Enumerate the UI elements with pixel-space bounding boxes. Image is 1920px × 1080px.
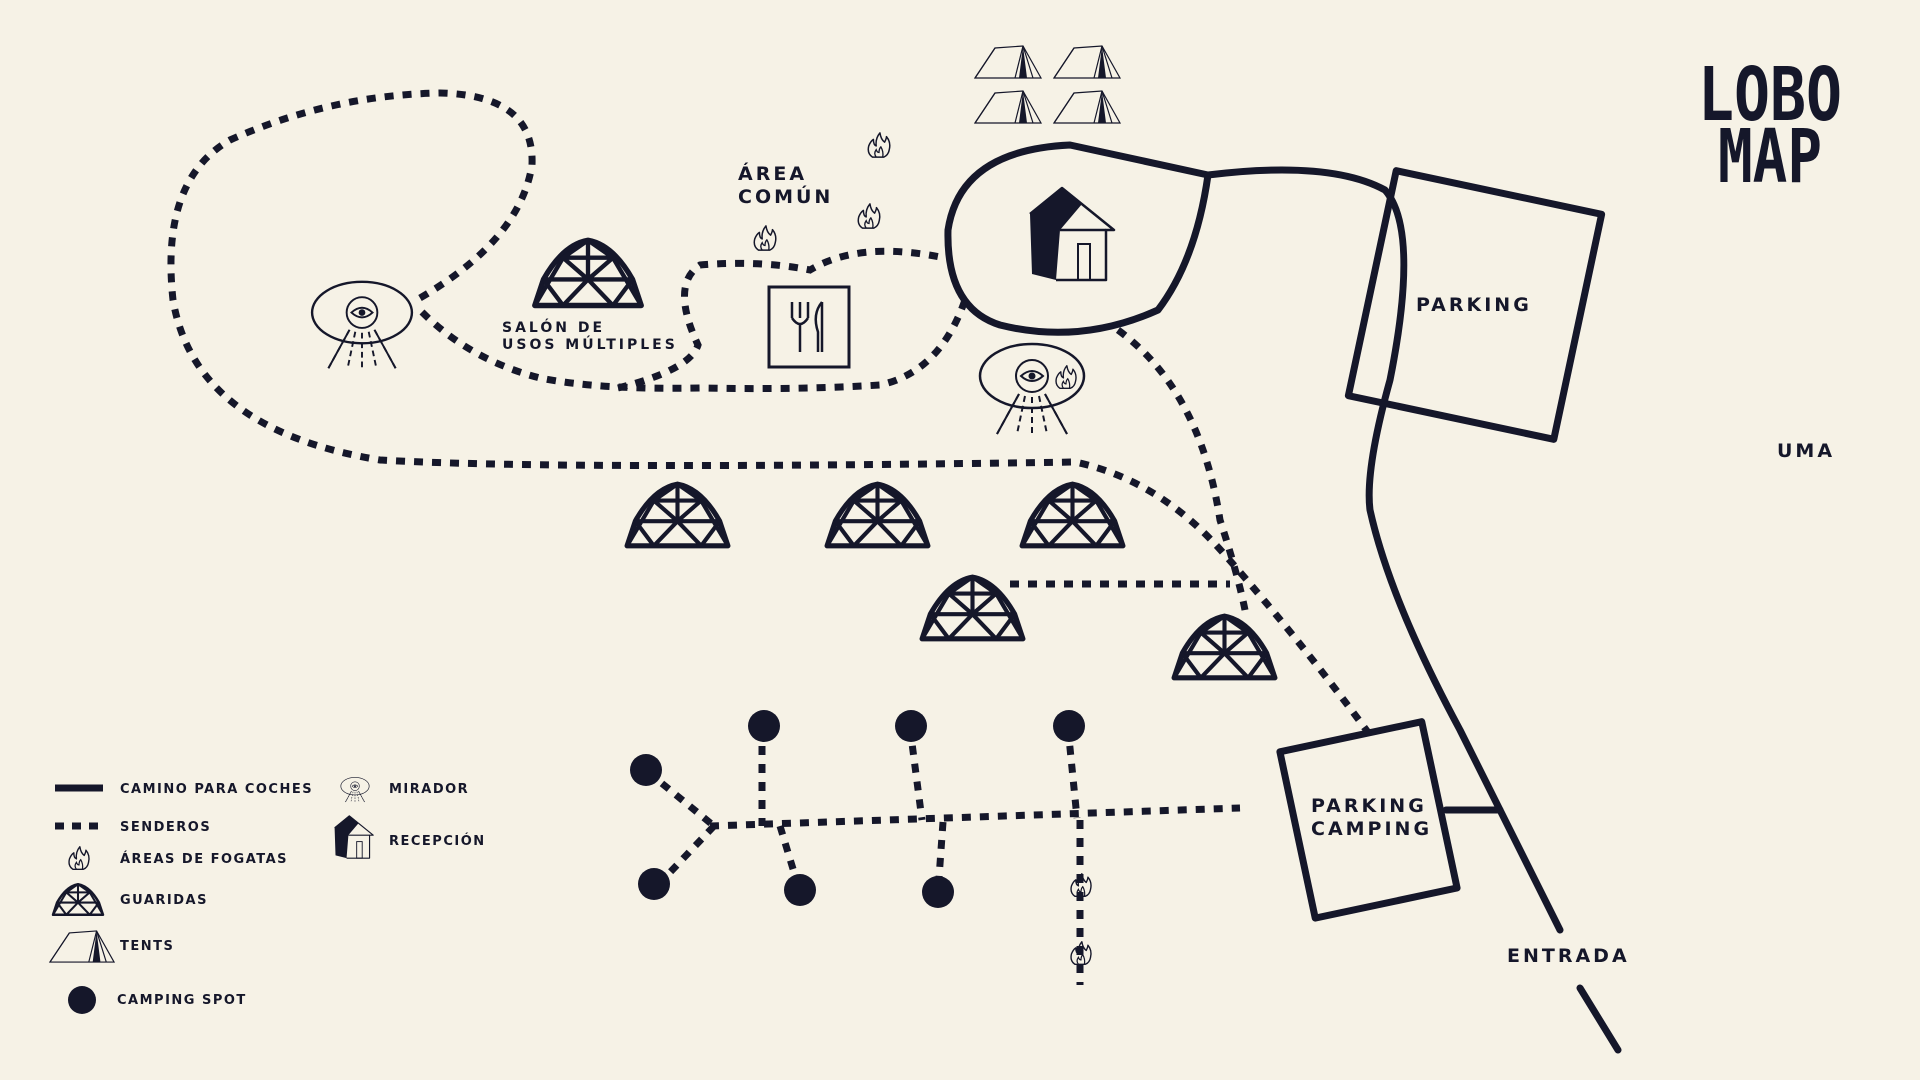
house-icon [334, 815, 374, 859]
camping-spot-icon[interactable] [1053, 710, 1085, 742]
road-to-parking [1204, 166, 1564, 934]
logo-line-2: MAP [1718, 114, 1822, 200]
logo-line-1: LOBO [1698, 52, 1842, 138]
camping-spot-icon[interactable] [630, 754, 662, 786]
legend-camping-spot: CAMPING SPOT [68, 986, 247, 1014]
legend-tents: TENTS [49, 930, 174, 963]
label-area-comun-1: ÁREA [738, 162, 807, 185]
legend-trails-label: SENDEROS [120, 820, 211, 835]
label-parking-camping-2: CAMPING [1311, 818, 1432, 840]
tent-icon-4[interactable] [1053, 90, 1121, 124]
legend-fire: ÁREAS DE FOGATAS [68, 846, 288, 870]
dome-icon-4[interactable] [922, 577, 1023, 639]
legend-road: CAMINO PARA COCHES [55, 782, 313, 797]
dome-icon-1[interactable] [627, 484, 728, 546]
label-parking: PARKING [1416, 294, 1532, 316]
trail-reception-south [1115, 327, 1249, 611]
dome-icon [51, 882, 105, 917]
legend-road-label: CAMINO PARA COCHES [120, 782, 313, 797]
legend-mirador: MIRADOR [340, 777, 469, 803]
trail-area-comun [617, 247, 946, 392]
trail-west-link [419, 298, 969, 393]
fire-icon-1[interactable] [867, 132, 891, 158]
tent-icon-1[interactable] [974, 45, 1042, 79]
mirador-icon-west[interactable] [310, 280, 414, 370]
logo: LOBO MAP [1698, 52, 1842, 200]
tent-icon [49, 930, 115, 963]
fire-icon-2[interactable] [857, 203, 881, 229]
road-loop-reception [944, 141, 1212, 336]
legend-dens: GUARIDAS [51, 882, 208, 917]
car-roads [944, 141, 1622, 1054]
road-entrance [1576, 984, 1622, 1054]
legend-fire-label: ÁREAS DE FOGATAS [120, 851, 288, 867]
label-area-comun-2: COMÚN [738, 184, 833, 208]
label-entrada: ENTRADA [1507, 945, 1630, 967]
trails [167, 89, 1373, 985]
fire-icon-3[interactable] [753, 225, 777, 251]
mirador-icon [340, 777, 370, 803]
label-uma: UMA [1777, 440, 1835, 462]
label-salon-2: USOS MÚLTIPLES [502, 335, 678, 353]
legend-reception-label: RECEPCIÓN [389, 833, 486, 849]
camping-spot-icon[interactable] [922, 876, 954, 908]
trail-fork-sw [655, 823, 717, 888]
tent-icon-2[interactable] [1053, 45, 1121, 79]
trail-fork-nw [645, 769, 717, 829]
legend-reception: RECEPCIÓN [334, 815, 486, 859]
trail-spur-3 [1064, 727, 1081, 819]
dome-icon-2[interactable] [827, 484, 928, 546]
legend-dens-label: GUARIDAS [120, 893, 208, 908]
legend: CAMINO PARA COCHES SENDEROS ÁREAS DE FOG… [49, 777, 486, 1014]
camping-spot-icon[interactable] [784, 874, 816, 906]
trail-north-loop [167, 89, 1373, 738]
fire-icon [68, 846, 90, 870]
trail-camping-main [709, 804, 1241, 830]
legend-mirador-label: MIRADOR [389, 782, 469, 797]
camping-spots [630, 710, 1085, 908]
parking-lot [1344, 167, 1606, 443]
parking-camping-lot [1276, 718, 1461, 922]
dome-icon-5[interactable] [1174, 616, 1275, 678]
trail-spur-2 [906, 727, 926, 821]
reception-house-icon[interactable] [1028, 186, 1116, 282]
restaurant-icon[interactable] [767, 285, 851, 369]
camping-spot-icon[interactable] [638, 868, 670, 900]
legend-trails: SENDEROS [55, 820, 211, 835]
dome-icon-3[interactable] [1022, 484, 1123, 546]
label-salon-1: SALÓN DE [502, 318, 605, 336]
camping-spot-icon[interactable] [748, 710, 780, 742]
legend-camping-spot-label: CAMPING SPOT [117, 993, 247, 1008]
tent-icon-3[interactable] [974, 90, 1042, 124]
fire-icon-4[interactable] [1055, 365, 1077, 389]
dome-icon-salon[interactable] [535, 240, 641, 305]
camping-spot-icon [68, 986, 96, 1014]
legend-tents-label: TENTS [120, 939, 174, 954]
mirador-icon-center[interactable] [978, 342, 1086, 436]
label-parking-camping-1: PARKING [1311, 795, 1427, 817]
camping-spot-icon[interactable] [895, 710, 927, 742]
